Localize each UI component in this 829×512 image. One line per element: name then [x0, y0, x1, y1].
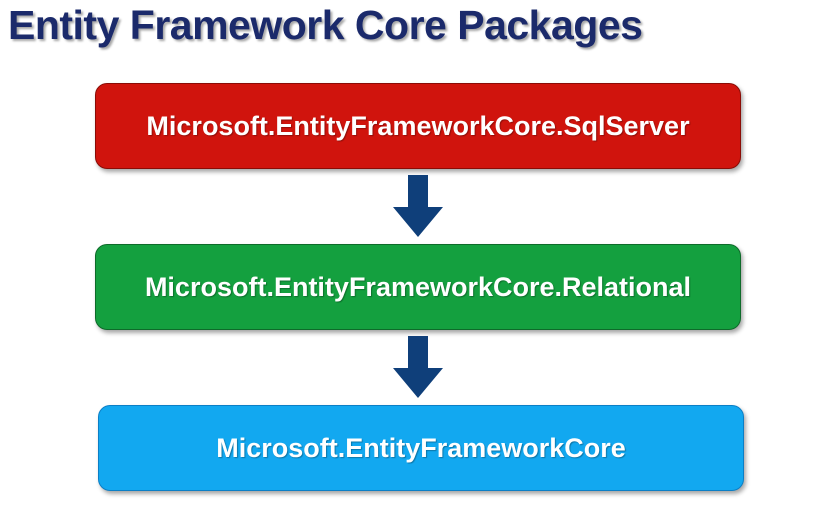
package-label-core: Microsoft.EntityFrameworkCore [216, 432, 626, 463]
package-box-sqlserver: Microsoft.EntityFrameworkCore.SqlServer [95, 83, 741, 169]
package-box-relational: Microsoft.EntityFrameworkCore.Relational [95, 244, 741, 330]
arrow-down-icon [393, 175, 443, 237]
arrow-down-shape [393, 336, 443, 398]
arrow-down-shape [393, 175, 443, 237]
package-label-relational: Microsoft.EntityFrameworkCore.Relational [144, 271, 692, 302]
package-box-core: Microsoft.EntityFrameworkCore [98, 405, 744, 491]
package-label-sqlserver: Microsoft.EntityFrameworkCore.SqlServer [146, 110, 690, 141]
arrow-down-icon [393, 336, 443, 398]
page-title: Entity Framework Core Packages [8, 2, 643, 48]
